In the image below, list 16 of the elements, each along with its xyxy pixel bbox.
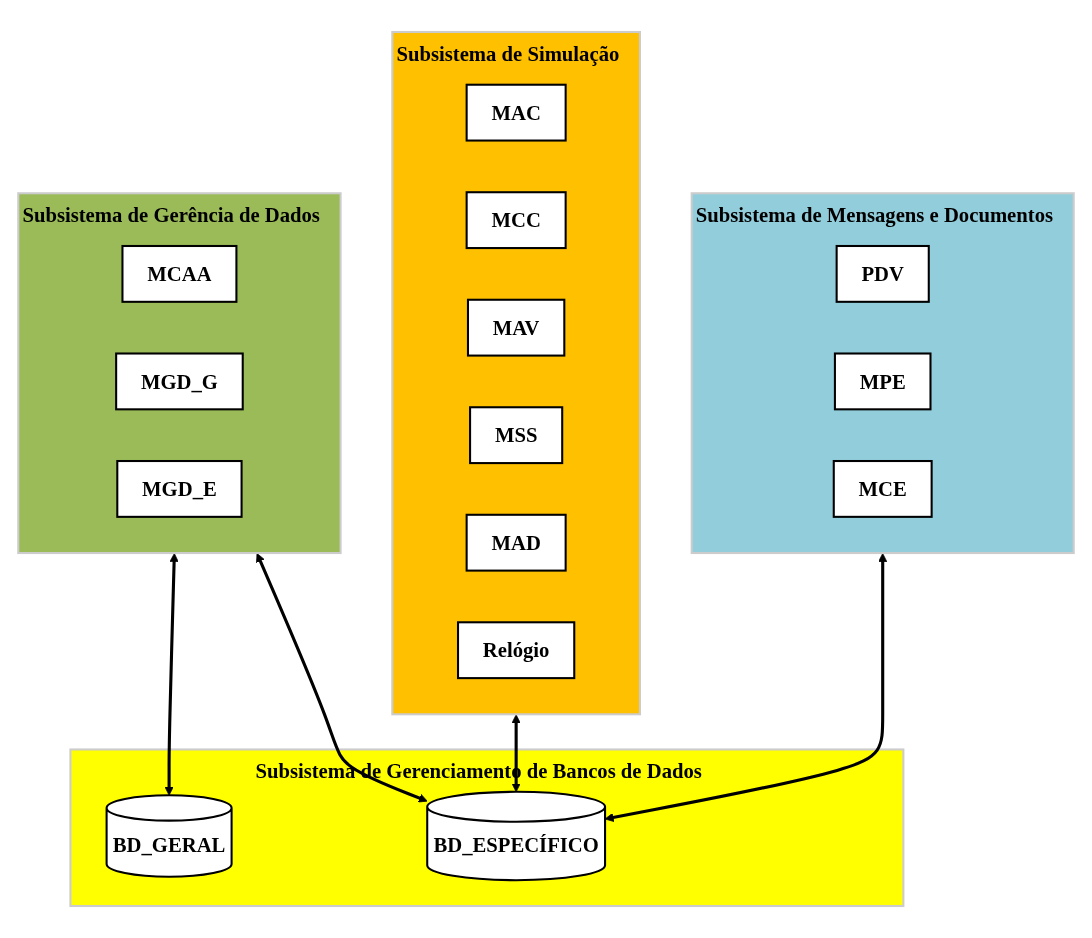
node-box: MAC	[465, 83, 567, 142]
node-box: MCAA	[121, 244, 238, 303]
node-box: PDV	[835, 244, 930, 303]
arrow	[256, 553, 428, 803]
node-box: MSS	[469, 406, 564, 465]
node-box: MGD_E	[116, 460, 243, 518]
node-box: MPE	[833, 352, 932, 411]
arrow	[511, 714, 521, 793]
node-box: MCC	[465, 191, 567, 250]
node-box: MAV	[466, 298, 566, 357]
node-box: Relógio	[457, 621, 576, 680]
node-box: MCE	[832, 460, 933, 518]
node-box: MAD	[465, 513, 567, 572]
arrow	[164, 553, 179, 796]
node-box: MGD_G	[115, 352, 244, 411]
arrow	[604, 553, 888, 822]
